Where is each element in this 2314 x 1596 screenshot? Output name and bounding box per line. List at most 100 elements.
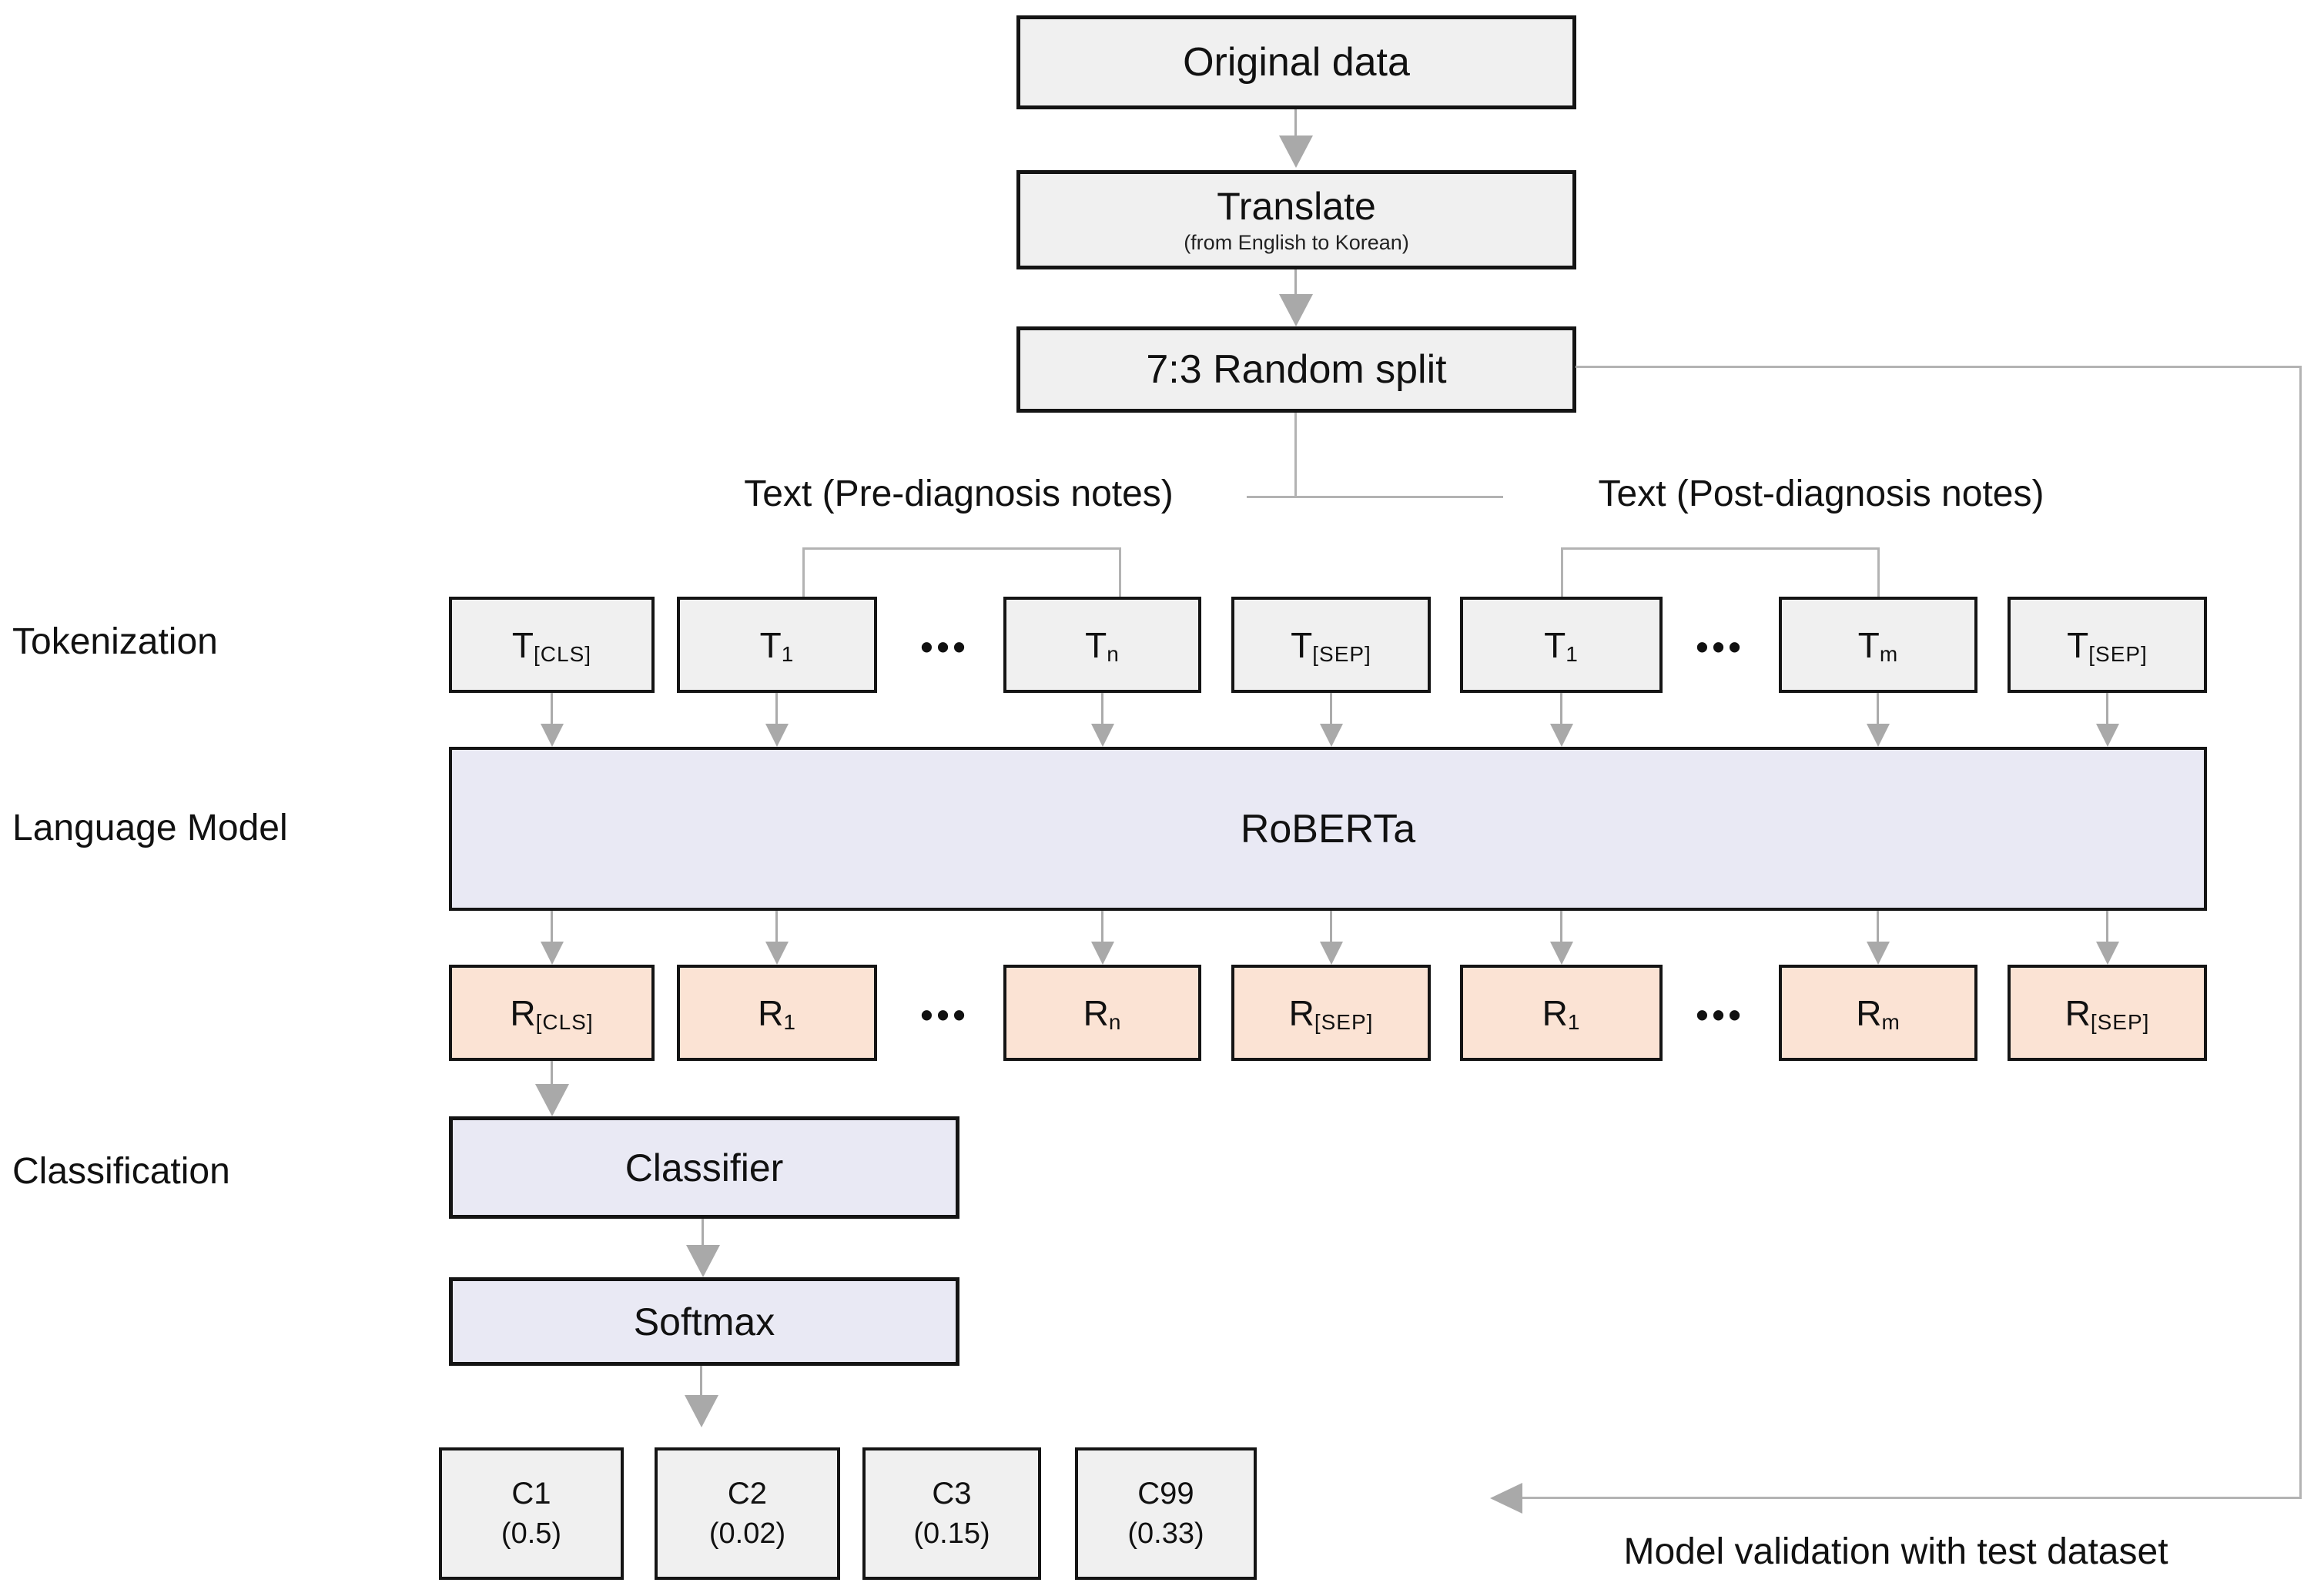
rep-rn-sub: n <box>1108 1009 1122 1034</box>
arrow-original-to-translate-line <box>1294 109 1297 137</box>
post-bracket-right <box>1877 547 1880 597</box>
output-c2-name: C2 <box>727 1477 768 1511</box>
split-connector-crossbar <box>1247 496 1503 498</box>
token-t1-pre-sub: 1 <box>781 641 795 666</box>
arrow-token1-head <box>541 724 564 747</box>
rep-sep-pre-sub: [SEP] <box>1314 1009 1374 1034</box>
label-language-model: Language Model <box>12 808 288 848</box>
rep-r1-post-main: R <box>1542 992 1568 1033</box>
rep-box-sep-pre: R[SEP] <box>1231 965 1431 1061</box>
random-split-box: 7:3 Random split <box>1016 326 1576 413</box>
arrow-rep2-line <box>775 911 778 943</box>
branch-label-post: Text (Post-diagnosis notes) <box>1598 473 2044 514</box>
output-c3-name: C3 <box>932 1477 972 1511</box>
token-ellipsis-pre: ••• <box>920 627 969 667</box>
arrow-rep6-head <box>1867 942 1890 965</box>
label-classification: Classification <box>12 1151 230 1192</box>
arrow-token1-line <box>551 693 553 725</box>
original-data-box: Original data <box>1016 15 1576 109</box>
output-box-c3: C3 (0.15) <box>862 1447 1041 1580</box>
feedback-line-right <box>2299 366 2302 1499</box>
output-box-c99: C99 (0.33) <box>1075 1447 1257 1580</box>
arrow-token4-head <box>1320 724 1343 747</box>
output-c1-name: C1 <box>511 1477 551 1511</box>
translate-sub-label: (from English to Korean) <box>1184 230 1409 254</box>
arrow-rep3-head <box>1091 942 1114 965</box>
softmax-label: Softmax <box>633 1300 775 1343</box>
arrow-token6-line <box>1877 693 1879 725</box>
rep-r1-pre-main: R <box>758 992 784 1033</box>
split-connector-vertical <box>1294 413 1297 497</box>
rep-box-sep-post: R[SEP] <box>2008 965 2207 1061</box>
token-box-sep-post: T[SEP] <box>2008 597 2207 693</box>
arrow-classifier-to-softmax-line <box>702 1219 704 1246</box>
token-box-cls: T[CLS] <box>449 597 655 693</box>
token-sep-pre-main: T <box>1291 624 1313 665</box>
random-split-label: 7:3 Random split <box>1146 347 1447 392</box>
token-tn-sub: n <box>1107 641 1120 666</box>
arrow-rep7-line <box>2106 911 2108 943</box>
output-c3-prob: (0.15) <box>913 1517 990 1551</box>
rep-sep-pre-main: R <box>1288 992 1314 1033</box>
arrow-rep4-head <box>1320 942 1343 965</box>
roberta-label: RoBERTa <box>1240 806 1416 852</box>
output-c99-prob: (0.33) <box>1127 1517 1204 1551</box>
branch-label-pre: Text (Pre-diagnosis notes) <box>744 473 1174 514</box>
arrow-rep7-head <box>2096 942 2119 965</box>
token-t1-post-sub: 1 <box>1566 641 1579 666</box>
token-sep-post-main: T <box>2067 624 2089 665</box>
rep-r1-pre-sub: 1 <box>783 1009 796 1034</box>
output-c99-name: C99 <box>1137 1477 1194 1511</box>
arrow-cls-to-classifier-line <box>551 1061 553 1086</box>
rep-sep-post-main: R <box>2065 992 2091 1033</box>
arrow-rep6-line <box>1877 911 1879 943</box>
rep-box-cls: R[CLS] <box>449 965 655 1061</box>
translate-box: Translate (from English to Korean) <box>1016 170 1576 269</box>
arrow-token7-line <box>2106 693 2108 725</box>
output-box-c1: C1 (0.5) <box>439 1447 624 1580</box>
rep-cls-sub: [CLS] <box>535 1009 594 1034</box>
arrow-token3-line <box>1101 693 1103 725</box>
arrow-token5-line <box>1560 693 1562 725</box>
token-tm-sub: m <box>1879 641 1899 666</box>
rep-r1-post-sub: 1 <box>1567 1009 1581 1034</box>
rep-sep-post-sub: [SEP] <box>2090 1009 2150 1034</box>
pre-bracket-right <box>1119 547 1121 597</box>
token-cls-main: T <box>511 624 534 665</box>
token-sep-post-sub: [SEP] <box>2088 641 2148 666</box>
rep-rm-sub: m <box>1881 1009 1900 1034</box>
arrow-token6-head <box>1867 724 1890 747</box>
rep-ellipsis-post: ••• <box>1696 995 1745 1035</box>
arrow-token7-head <box>2096 724 2119 747</box>
arrow-token2-line <box>775 693 778 725</box>
pre-bracket-top <box>802 547 1121 550</box>
softmax-box: Softmax <box>449 1277 959 1366</box>
token-cls-sub: [CLS] <box>534 641 592 666</box>
arrow-rep5-line <box>1560 911 1562 943</box>
arrow-rep5-head <box>1550 942 1573 965</box>
token-ellipsis-post: ••• <box>1696 627 1745 667</box>
arrow-rep2-head <box>765 942 789 965</box>
feedback-line-top <box>1576 366 2302 368</box>
classifier-box: Classifier <box>449 1116 959 1219</box>
label-tokenization: Tokenization <box>12 621 218 662</box>
arrow-token4-line <box>1330 693 1332 725</box>
token-tn-main: T <box>1085 624 1107 665</box>
feedback-arrow-head <box>1490 1483 1522 1514</box>
token-tm-main: T <box>1857 624 1880 665</box>
arrow-classifier-to-softmax-head <box>686 1245 720 1277</box>
original-data-label: Original data <box>1183 40 1410 85</box>
rep-ellipsis-pre: ••• <box>920 995 969 1035</box>
pre-bracket-left <box>802 547 805 597</box>
token-box-sep-pre: T[SEP] <box>1231 597 1431 693</box>
arrow-translate-to-split-line <box>1294 269 1297 296</box>
output-c1-prob: (0.5) <box>501 1517 562 1551</box>
feedback-line-bottom <box>1521 1497 2302 1499</box>
rep-rm-main: R <box>1856 992 1882 1033</box>
